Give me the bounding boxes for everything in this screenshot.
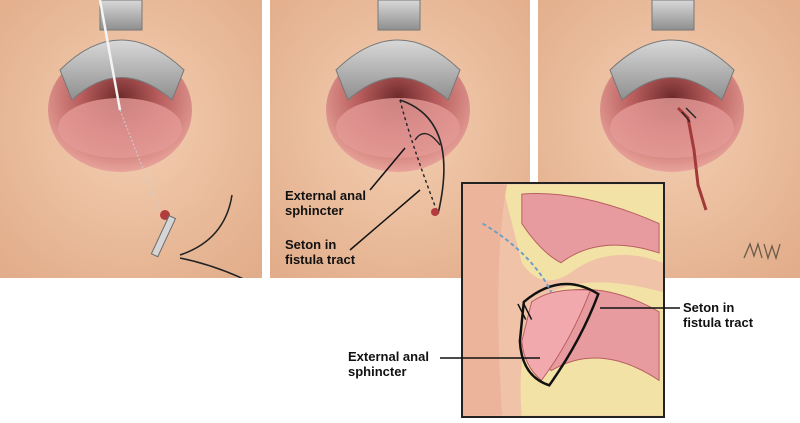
label-external-anal-sphincter: External anal sphincter [285, 188, 366, 218]
tightened-seton-knot [681, 107, 697, 123]
muscle-layer-upper [521, 193, 660, 264]
retractor-handle [651, 0, 695, 31]
mucosa-band [610, 98, 734, 158]
seton-loop [399, 99, 445, 215]
panel-probe-insertion [0, 0, 262, 278]
retractor-handle [99, 0, 143, 31]
retractor-handle [377, 0, 421, 31]
anal-retractor [609, 39, 735, 101]
fistula-tract-path [119, 109, 166, 226]
label-seton-fistula-tract: Seton in fistula tract [285, 237, 356, 267]
panel-probe-illustration [0, 0, 262, 278]
anal-retractor [335, 39, 461, 101]
cross-section-illustration [463, 184, 663, 416]
seton-knot-inset [517, 303, 533, 320]
probe-wire [98, 0, 122, 111]
probe-handle [150, 215, 177, 258]
mucosa-band [336, 98, 460, 158]
mucosa-band [58, 98, 182, 158]
label-inset-seton-fistula-tract: Seton in fistula tract [683, 300, 754, 330]
suture-lower [179, 257, 244, 278]
inset-cross-section [461, 182, 665, 418]
artist-signature [743, 241, 781, 261]
external-opening [160, 210, 170, 220]
suture-upper [179, 194, 233, 256]
vessel-detail [482, 222, 553, 293]
anal-retractor [59, 39, 185, 101]
label-inset-external-anal-sphincter: External anal sphincter [348, 349, 429, 379]
seton-loop-inset [518, 282, 600, 387]
external-opening [431, 208, 439, 216]
seton-knot [414, 132, 441, 146]
fistula-tract-dashed [399, 99, 439, 215]
